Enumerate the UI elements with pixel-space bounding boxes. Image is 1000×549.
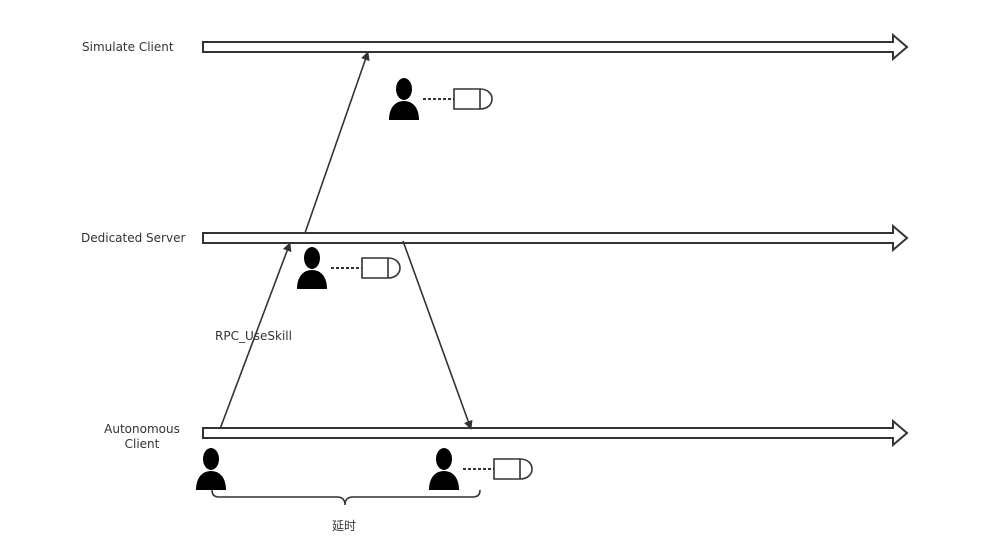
- actor-autonomous-end-person-icon: [429, 448, 459, 490]
- actor-dedicated-server-person-icon: [297, 247, 327, 289]
- latency-brace: [211, 489, 481, 506]
- message-arrow-server-to-simulate: [304, 51, 370, 234]
- lane-label-autonomous-client: Autonomous Client: [96, 422, 188, 452]
- lane-arrow-simulate-client: [202, 32, 909, 62]
- lane-arrow-dedicated-server: [202, 223, 909, 253]
- actor-simulate-client-person-icon: [389, 78, 419, 120]
- brace-label-latency: 延时: [332, 519, 357, 533]
- message-arrow-server-to-autonomous: [402, 240, 473, 430]
- lane-label-autonomous-line1: Autonomous: [104, 422, 180, 436]
- actor-autonomous-start-person-icon: [196, 448, 226, 490]
- actor-simulate-client-weapon-icon: [453, 88, 493, 110]
- lane-label-simulate-client: Simulate Client: [82, 40, 174, 54]
- lane-label-autonomous-line2: Client: [124, 437, 160, 451]
- actor-autonomous-end-weapon-icon: [493, 458, 533, 480]
- lane-arrow-autonomous-client: [202, 418, 909, 448]
- lane-label-dedicated-server: Dedicated Server: [81, 231, 186, 245]
- message-label-rpc-useskill: RPC_UseSkill: [215, 329, 292, 343]
- message-arrow-rpc-useskill: [219, 242, 292, 430]
- actor-dedicated-server-weapon-icon: [361, 257, 401, 279]
